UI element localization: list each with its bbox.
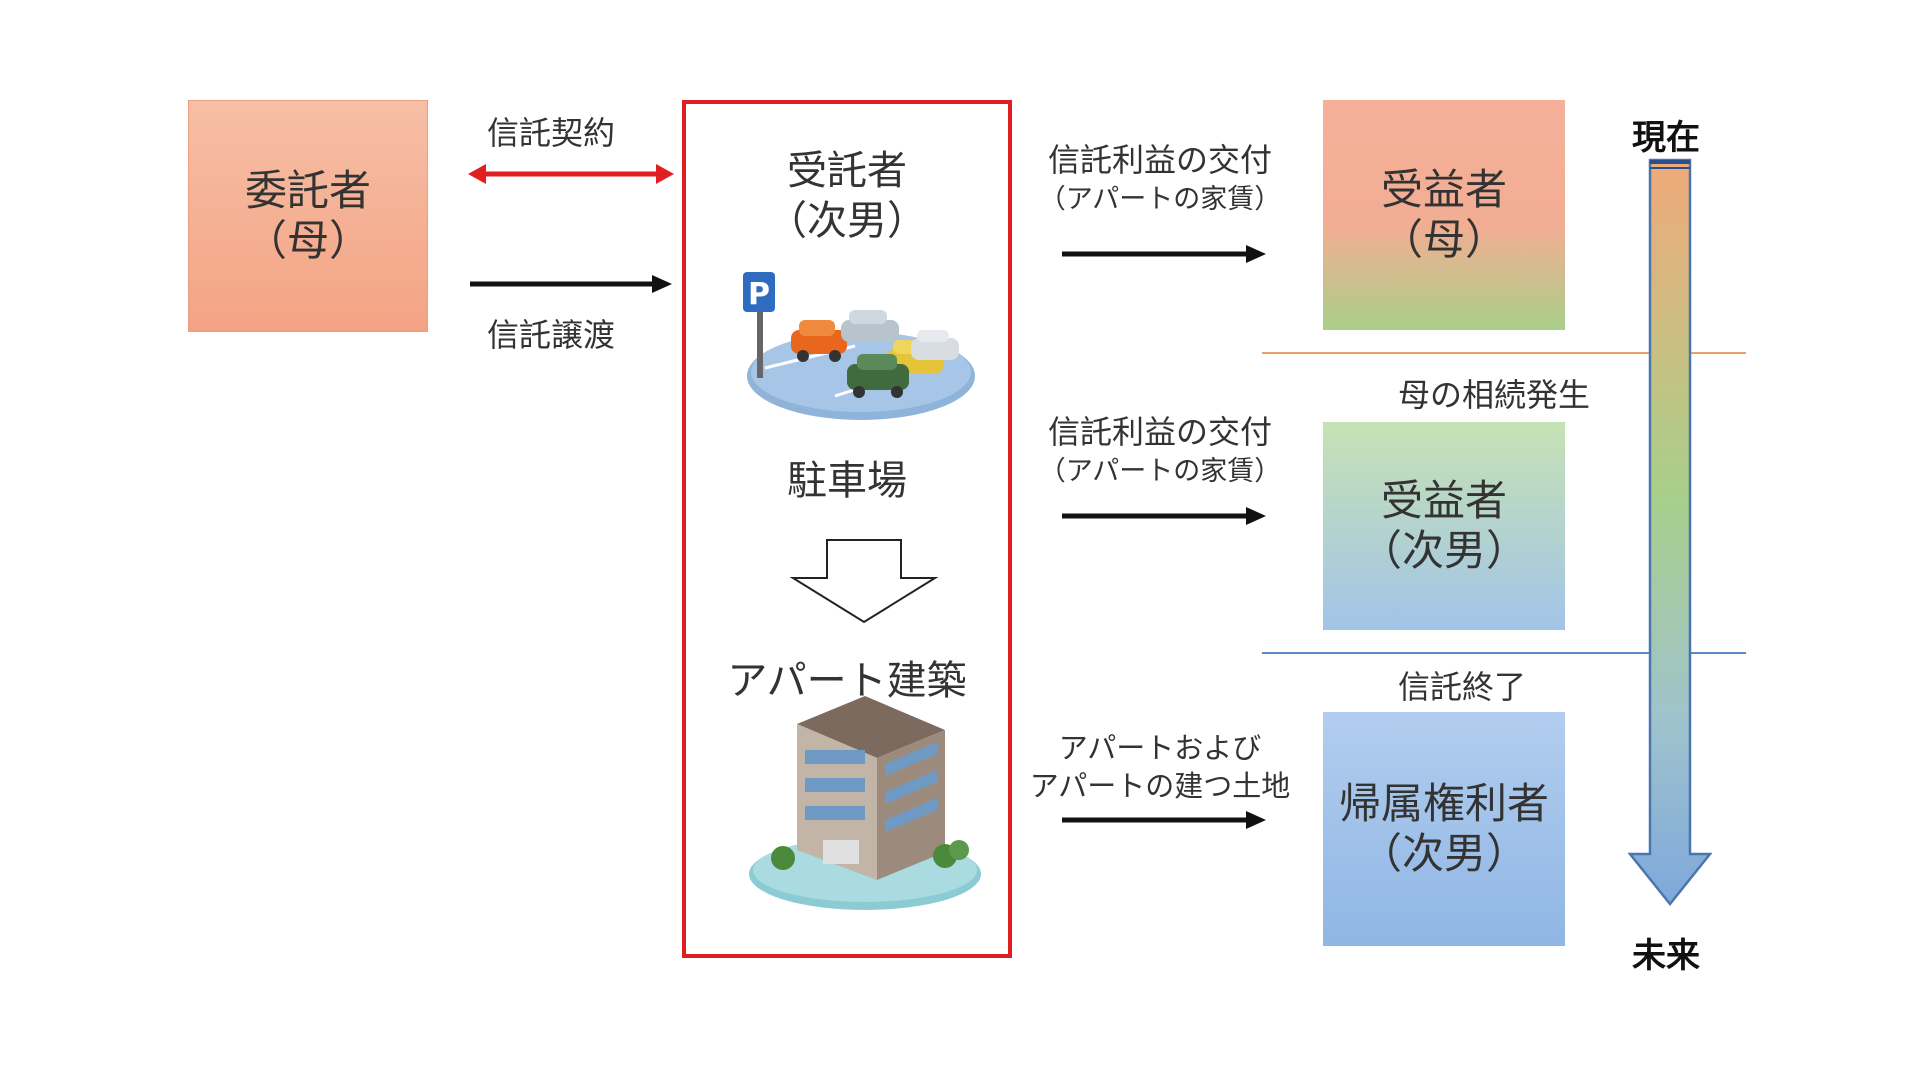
parking-label: 駐車場: [787, 458, 907, 504]
vested-right-holder-sub: （次男）: [1359, 829, 1528, 878]
settlor-title: 委託者: [244, 165, 371, 215]
flow-2-line1: 信託利益の交付: [1047, 413, 1272, 451]
divider-trust-end: [1262, 652, 1746, 654]
timeline-start-label: 現在: [1632, 118, 1700, 158]
trust-contract-label: 信託契約: [487, 114, 616, 152]
trust-end-label: 信託終了: [1398, 668, 1527, 706]
beneficiary-son-sub: （次男）: [1359, 526, 1528, 575]
vested-right-holder-box: 帰属権利者 （次男）: [1323, 712, 1565, 946]
svg-text:P: P: [748, 277, 770, 312]
flow-3-line2: アパートの建つ土地: [1029, 768, 1291, 803]
divider-mother-inheritance: [1262, 352, 1746, 354]
beneficiary-mother-box: 受益者 （母）: [1323, 100, 1565, 330]
trustee-sub: （次男）: [767, 198, 927, 244]
beneficiary-mother-sub: （母）: [1380, 215, 1507, 264]
flow-2-arrow: [1062, 507, 1266, 525]
parking-lot-illustration: P: [743, 272, 975, 420]
flow-3-arrow: [1062, 811, 1266, 829]
flow-1-line1: 信託利益の交付: [1047, 141, 1272, 179]
apartment-label: アパート建築: [727, 658, 967, 704]
trust-transfer-arrow: [470, 275, 672, 293]
trustee-frame: [682, 100, 1012, 958]
trust-contract-arrow: [468, 164, 674, 184]
vested-right-holder-title: 帰属権利者: [1338, 778, 1549, 828]
beneficiary-mother-title: 受益者: [1380, 164, 1507, 214]
apartment-building-illustration: [749, 696, 981, 910]
settlor-box: 委託者 （母）: [188, 100, 428, 332]
trust-transfer-label: 信託譲渡: [487, 316, 616, 354]
trustee-title: 受託者: [787, 148, 907, 194]
flow-2-text: 信託利益の交付 （アパートの家賃）: [1030, 412, 1290, 489]
hollow-down-arrow: [789, 539, 939, 624]
timeline-arrow: [1628, 158, 1712, 907]
mother-inheritance-label: 母の相続発生: [1398, 376, 1591, 414]
flow-1-line2: （アパートの家賃）: [1038, 183, 1282, 215]
timeline-end-label: 未来: [1632, 936, 1700, 976]
beneficiary-son-title: 受益者: [1380, 475, 1507, 525]
beneficiary-son-box: 受益者 （次男）: [1323, 422, 1565, 630]
flow-1-arrow: [1062, 245, 1266, 263]
flow-3-text: アパートおよび アパートの建つ土地: [1020, 730, 1300, 805]
settlor-sub: （母）: [244, 216, 371, 265]
flow-2-line2: （アパートの家賃）: [1038, 455, 1282, 487]
flow-1-text: 信託利益の交付 （アパートの家賃）: [1030, 140, 1290, 217]
flow-3-line1: アパートおよび: [1058, 731, 1262, 765]
